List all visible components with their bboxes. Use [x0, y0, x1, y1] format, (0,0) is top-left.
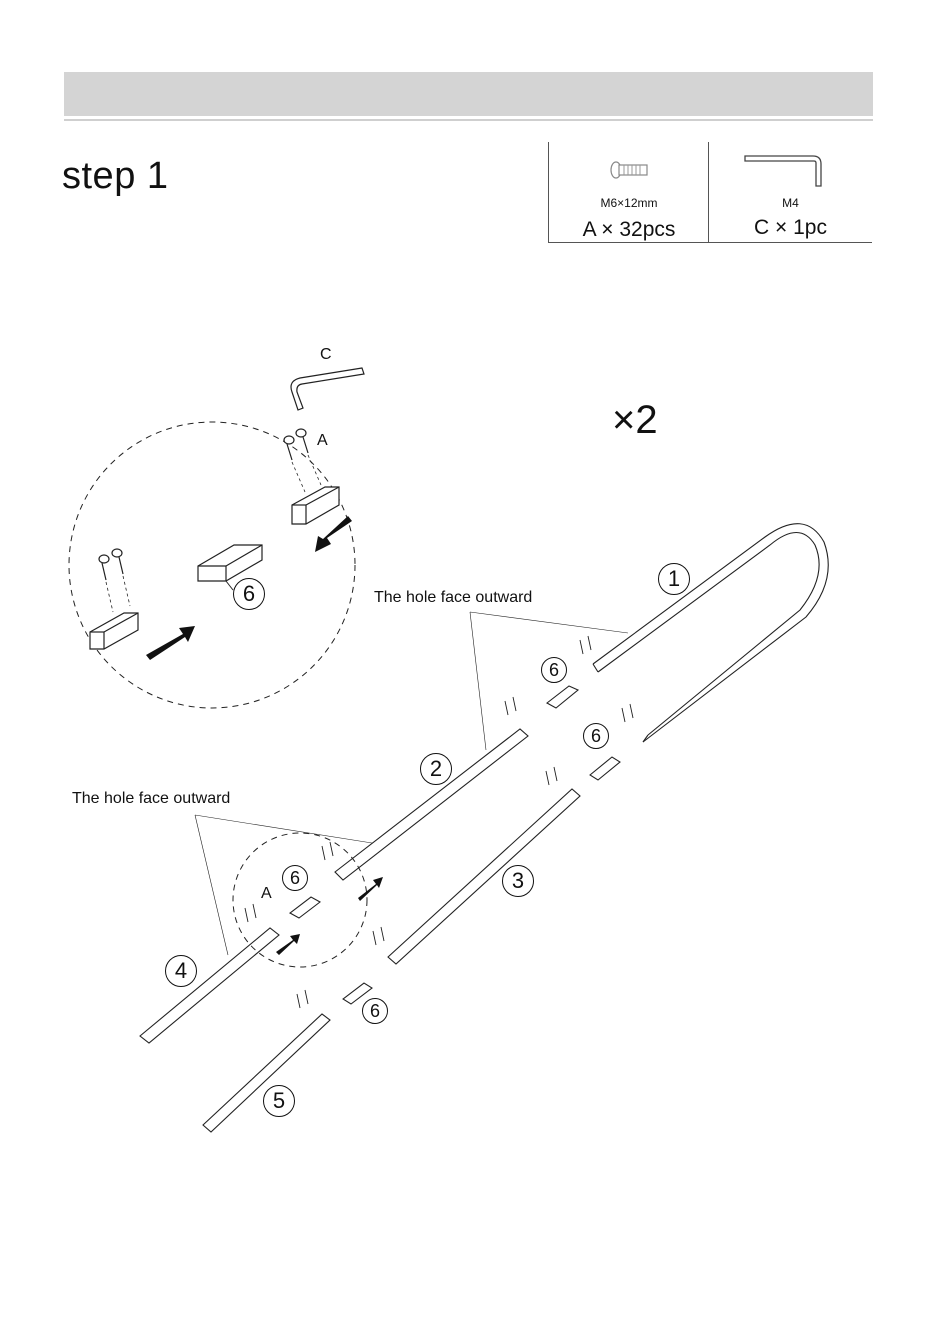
callout-6-c: 6	[282, 865, 308, 891]
tube-end-left	[90, 613, 138, 649]
arrow-left	[315, 516, 352, 552]
note-top: The hole face outward	[374, 589, 532, 607]
callout-1: 1	[658, 563, 690, 595]
bolt-letter-top: A	[317, 432, 328, 450]
tube-4	[140, 928, 279, 1043]
callout-6-d: 6	[362, 998, 388, 1024]
connector-block-3	[290, 897, 320, 918]
callout-3: 3	[502, 865, 534, 897]
allen-key	[291, 368, 364, 410]
note-left: The hole face outward	[72, 790, 230, 808]
bolt-letter-bottom: A	[261, 885, 272, 903]
multiplier: ×2	[612, 398, 658, 443]
bolt-pair-left	[99, 549, 130, 612]
tool-letter: C	[320, 346, 332, 364]
callout-6-b: 6	[583, 723, 609, 749]
tube-u-outer	[598, 533, 819, 736]
connector-block-2	[590, 757, 620, 780]
arrow-right	[146, 626, 195, 660]
callout-6-detail: 6	[233, 578, 265, 610]
tube-u-inner	[593, 524, 828, 742]
callout-2: 2	[420, 753, 452, 785]
arrow-small-left	[358, 877, 383, 901]
bolt-pair-top	[284, 429, 321, 492]
tube-5	[203, 1014, 330, 1132]
arrow-small-right	[276, 934, 300, 955]
connector-block-1	[547, 686, 578, 708]
callout-4: 4	[165, 955, 197, 987]
callout-6-a: 6	[541, 657, 567, 683]
callout-5: 5	[263, 1085, 295, 1117]
